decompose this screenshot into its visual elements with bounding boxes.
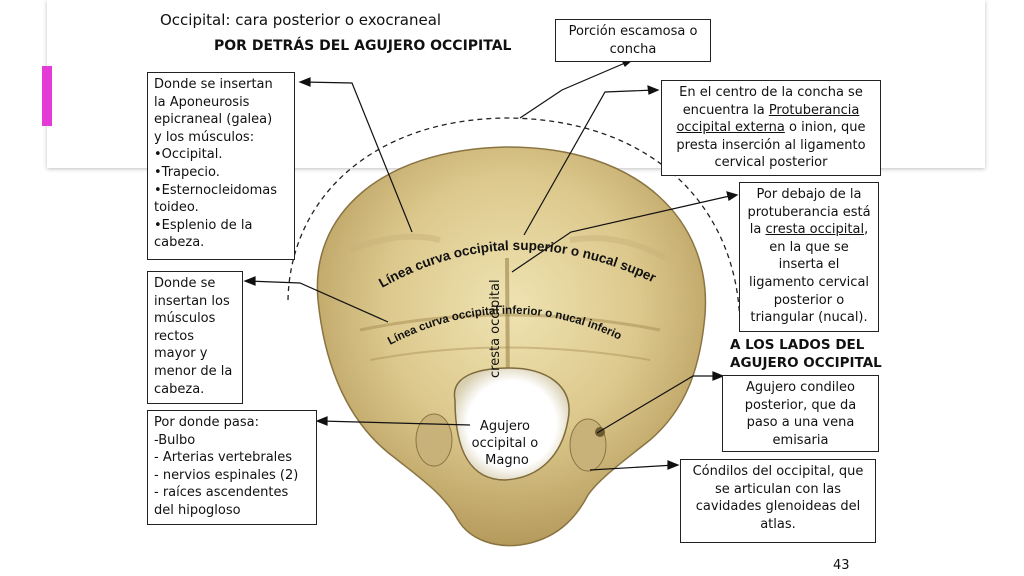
slide-title: Occipital: cara posterior o exocraneal <box>160 11 442 29</box>
occipital-crest-label: cresta occipital <box>488 279 503 378</box>
occipital-crest-note: Por debajo de la protuberancia está la c… <box>739 182 879 332</box>
leader-lines <box>243 59 739 471</box>
protuberance-note: En el centro de la concha se encuentra l… <box>661 80 881 176</box>
page-number: 43 <box>833 558 850 573</box>
foramen-magnum-label: Agujero occipital o Magno <box>472 419 543 468</box>
foramen-contents-note: Por donde pasa: -Bulbo - Arterias verteb… <box>147 410 317 525</box>
galea-insertions-note: Donde se insertan la Aponeurosis epicran… <box>147 72 295 260</box>
condylar-canal-note: Agujero condileo posterior, que da paso … <box>722 375 879 452</box>
condyles-note: Cóndilos del occipital, que se articulan… <box>680 459 876 543</box>
accent-bar <box>42 66 52 126</box>
concha-outline <box>287 117 741 331</box>
foramen-magnum-shape <box>453 367 570 481</box>
slide-subtitle: POR DETRÁS DEL AGUJERO OCCIPITAL <box>214 38 512 54</box>
rectus-muscles-note: Donde se insertan los músculos rectos ma… <box>147 271 243 404</box>
bone-shape <box>316 146 707 547</box>
side-heading: A LOS LADOS DEL AGUJERO OCCIPITAL <box>730 337 882 371</box>
